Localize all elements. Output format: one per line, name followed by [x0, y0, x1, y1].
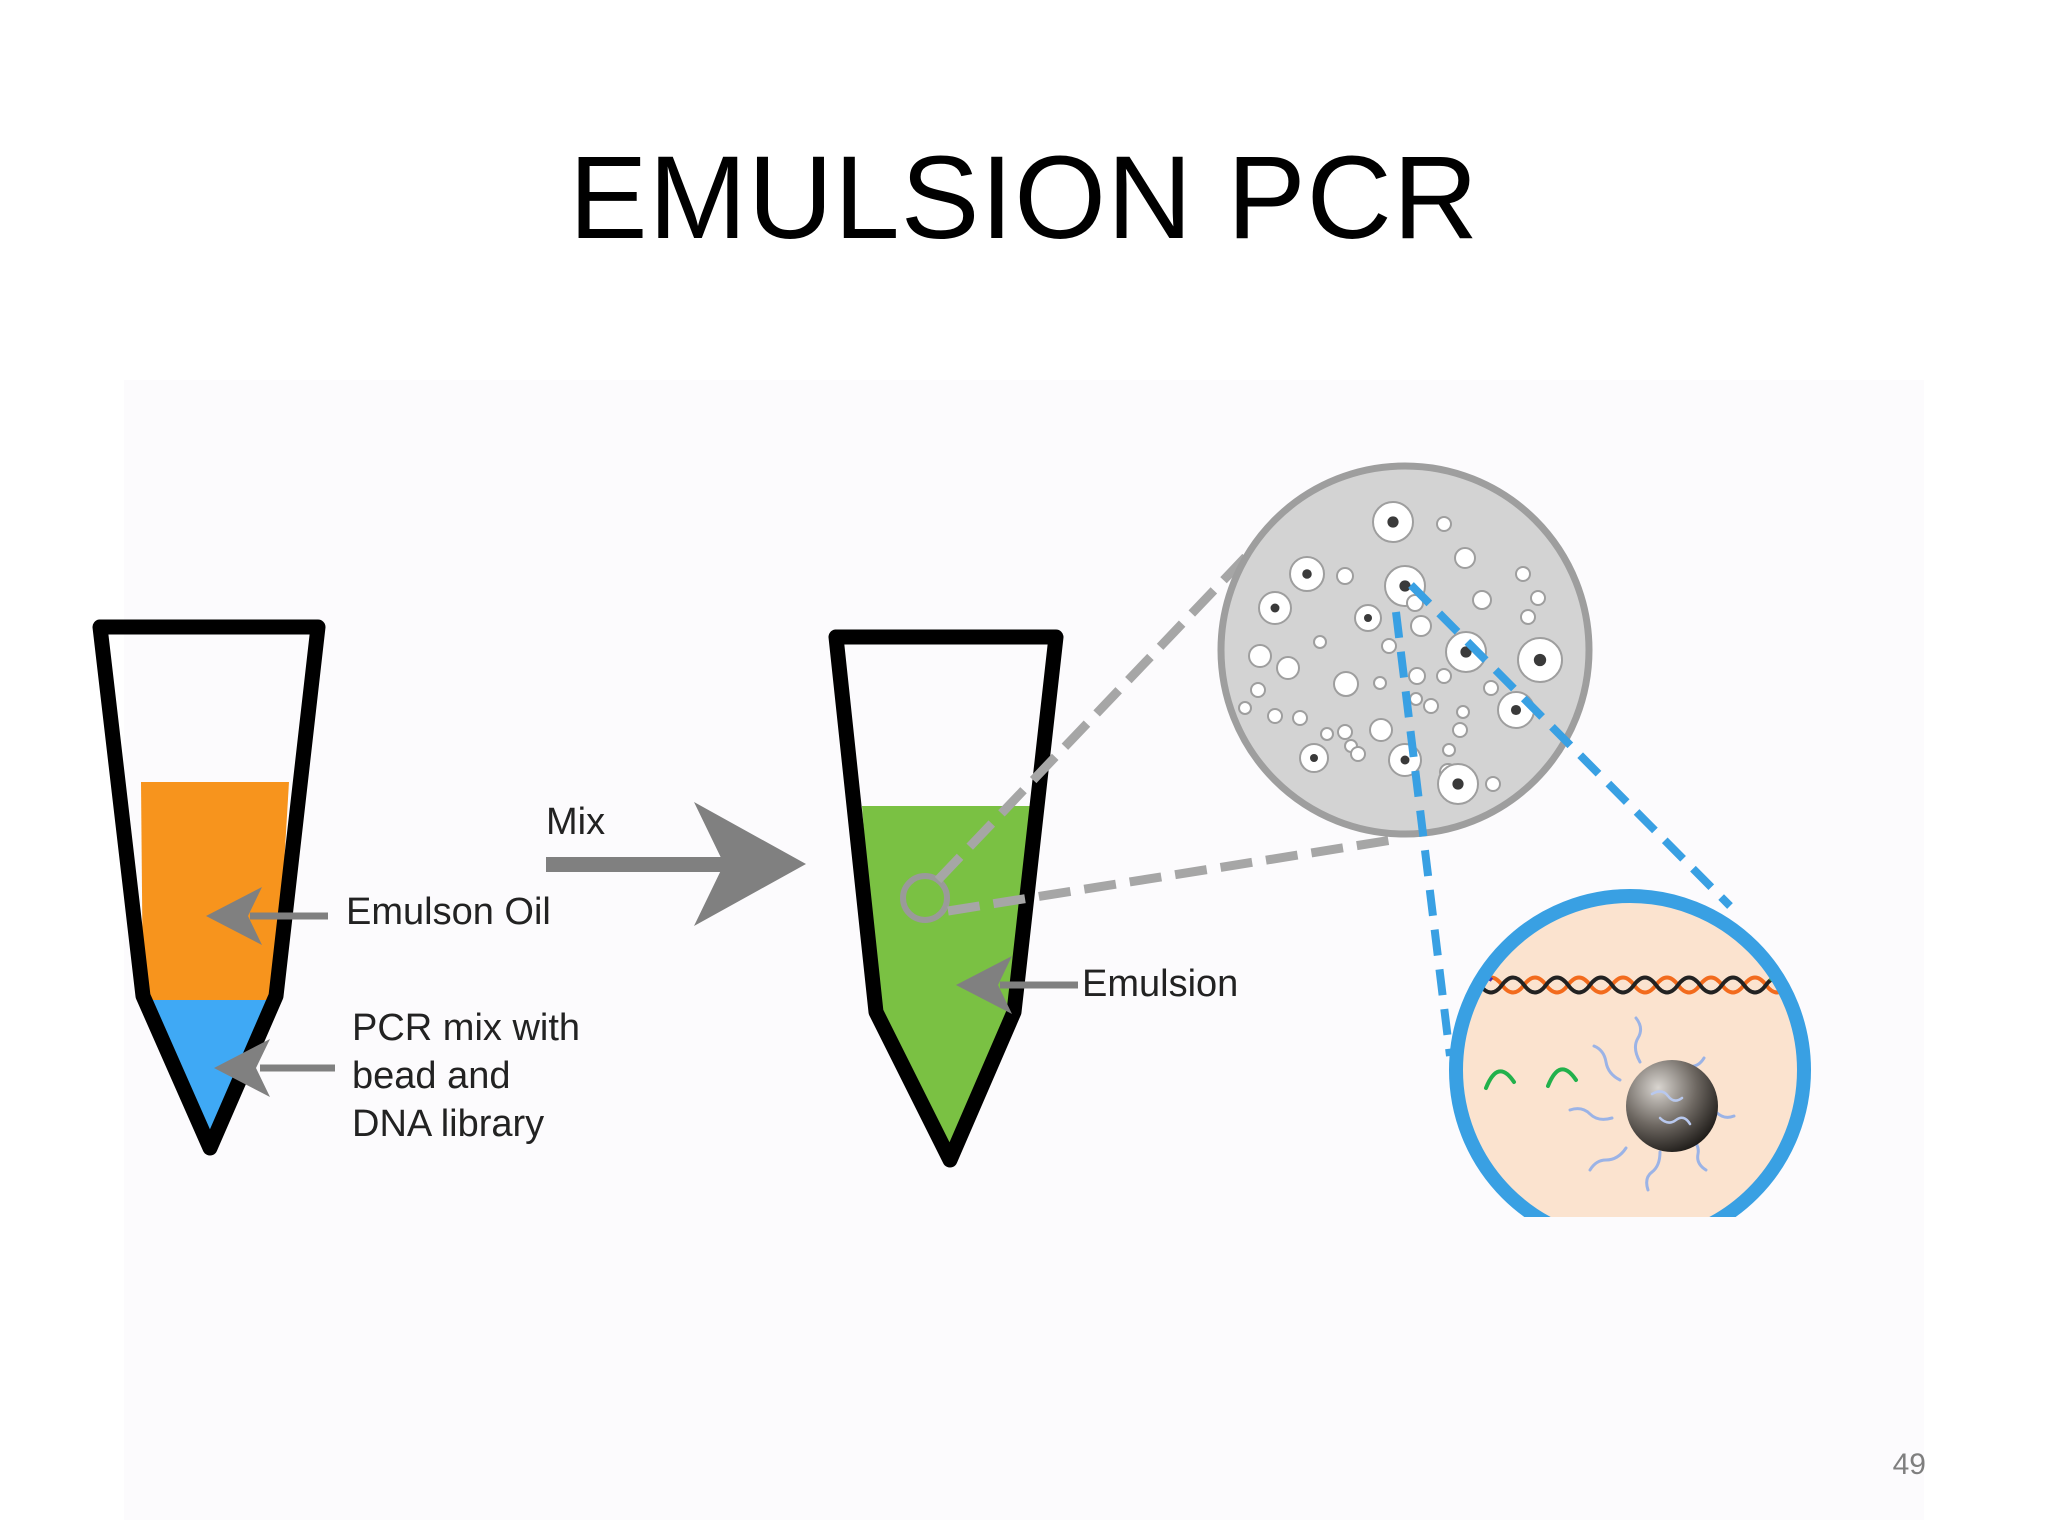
pcr-mix-label-line2: bead and: [352, 1055, 511, 1097]
droplet: [1313, 635, 1327, 649]
droplet: [1456, 705, 1470, 719]
emulsion-label: Emulsion: [1082, 963, 1238, 1005]
droplet-bead: [1452, 778, 1464, 790]
droplet-bead: [1533, 653, 1547, 667]
primers: [1484, 1067, 1578, 1090]
droplet: [1248, 644, 1272, 668]
tube-2-outline: [828, 629, 1064, 1168]
pcr-mix-label-line1: PCR mix with: [352, 1007, 580, 1049]
slide-title: EMULSION PCR: [568, 132, 1480, 264]
emulsion-label-arrow: [956, 956, 1078, 1014]
droplet: [1452, 722, 1468, 738]
capture-bead: [1626, 1060, 1718, 1152]
droplet: [1436, 516, 1452, 532]
droplet: [1267, 708, 1283, 724]
droplet: [1454, 547, 1476, 569]
droplet: [1472, 590, 1492, 610]
droplet-bead: [1510, 704, 1522, 716]
droplet: [1381, 638, 1397, 654]
droplet-bead: [1270, 603, 1280, 613]
droplet: [1530, 590, 1546, 606]
zoom-lens: [1217, 462, 1593, 838]
droplet: [1406, 594, 1424, 612]
mix-label: Mix: [546, 801, 605, 843]
droplet-bead: [1387, 516, 1399, 528]
droplet: [1483, 680, 1499, 696]
droplet: [1436, 668, 1452, 684]
emulsion-oil-label: Emulson Oil: [346, 891, 551, 933]
page-number: 49: [1892, 1448, 1926, 1481]
droplet: [1320, 727, 1334, 741]
pcr-mix-label-arrow: [214, 1039, 335, 1097]
droplet: [1423, 698, 1439, 714]
droplet: [1336, 567, 1354, 585]
zoom-lines-blue: [1392, 582, 1733, 1057]
droplet-bead: [1399, 580, 1411, 592]
emulsion-droplets: [1238, 501, 1563, 805]
droplet: [1238, 701, 1252, 715]
droplet: [1276, 656, 1300, 680]
droplet: [1409, 692, 1423, 706]
tube-2: [828, 629, 1064, 1168]
droplet: [1333, 671, 1359, 697]
droplet-bead: [1364, 614, 1372, 622]
droplet: [1515, 566, 1531, 582]
zoom-lines-gray: [934, 540, 1393, 916]
droplet: [1410, 615, 1432, 637]
pcr-mix-label-line3: DNA library: [352, 1103, 544, 1145]
droplet: [1442, 743, 1456, 757]
droplet: [1485, 776, 1501, 792]
droplet: [1292, 710, 1308, 726]
tube-1-pcr-mix-layer: [143, 1000, 276, 1148]
oil-label-arrow: [206, 887, 328, 945]
droplet: [1350, 746, 1366, 762]
droplet-bead: [1302, 569, 1312, 579]
droplet-bead: [1310, 754, 1318, 762]
droplet: [1408, 667, 1426, 685]
tube-1-oil-layer: [141, 782, 289, 1000]
mix-arrow: [546, 802, 806, 926]
droplet: [1250, 682, 1266, 698]
droplet-bead: [1400, 755, 1410, 765]
droplet: [1373, 676, 1387, 690]
droplet: [1337, 724, 1353, 740]
droplet: [1520, 609, 1536, 625]
sample-droplet-circle: [900, 873, 950, 923]
droplet-zoom: [1449, 889, 1811, 1217]
droplet-bead: [1460, 646, 1472, 658]
droplet: [1369, 718, 1393, 742]
